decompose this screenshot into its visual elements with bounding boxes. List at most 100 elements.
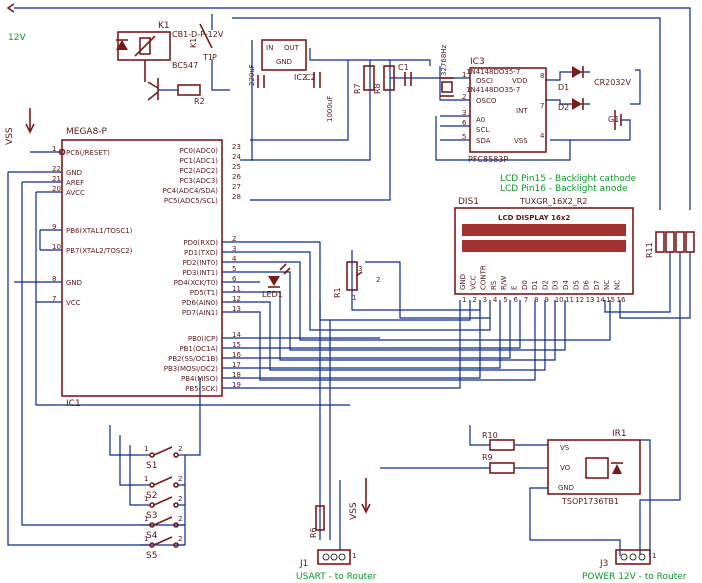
mcu-left-pin-name: AREF [66, 179, 84, 187]
mcu-right-pin-name: PD6(AIN0) [182, 299, 218, 307]
mcu-right-pin-name: PD7(AIN1) [182, 309, 218, 317]
net-lcd-cathode: LCD Pin15 - Backlight cathode [500, 174, 637, 184]
mcu-right-pin-name: PB3(MOSI/OC2) [164, 365, 218, 373]
lcd-part: TUXGR_16X2_R2 [519, 197, 587, 206]
mcu-left-pin-num: 20 [52, 185, 61, 193]
mcu-left-pin-name: VCC [66, 299, 81, 307]
rtc-part: PFC8583P [468, 155, 508, 164]
s1-wire [109, 425, 140, 456]
lcd-pin-num: 4 [493, 296, 498, 304]
rtc-vdd: VDD [512, 77, 528, 85]
relay-part: CB1-D-P-12V [172, 30, 224, 39]
rtc-d2-part: 1N4148DO35-7 [466, 68, 520, 76]
r11-out-wire [639, 252, 681, 556]
mcu-right-pin-name: PD4(XCK/T0) [174, 279, 219, 287]
j3-pin: 1 [652, 552, 656, 560]
switch-ref: S5 [146, 551, 157, 561]
led-ref: LED1 [262, 290, 283, 299]
cap-220uf: 220uF [248, 64, 256, 86]
switch-ref: S1 [146, 461, 157, 471]
lcd-pin-num: 13 [586, 296, 595, 304]
resistor-r10: R10 [482, 431, 498, 440]
mcu-right-pin-name: PC0(ADC0) [179, 147, 218, 155]
rtc-int: INT [516, 107, 528, 115]
mcu-left-pin-num: 8 [52, 275, 56, 283]
rtc-scl: SCL [476, 126, 489, 134]
mcu-right-pins: PC0(ADC0)23PC1(ADC1)24PC2(ADC2)25PC3(ADC… [163, 143, 242, 393]
mcu-right-pin-num: 19 [232, 381, 241, 389]
lcd-nc-wire [619, 252, 691, 319]
pb1-wire [222, 300, 521, 349]
s2-wire [119, 435, 140, 486]
ir-vs: VS [560, 444, 570, 452]
mcu-right-pin-name: PB1(OC1A) [179, 345, 218, 353]
battery-wire [630, 69, 641, 105]
pot-wiper-wire [351, 250, 481, 311]
connector-j1: J1 1 [299, 549, 356, 569]
resistor-array-r11: R11 [645, 231, 695, 258]
lcd-pin-num: 12 [575, 296, 584, 304]
j1-ref: J1 [299, 559, 308, 569]
left-mid-wire [21, 182, 185, 526]
mcu-left-pin-name: PC6(/RESET) [66, 149, 110, 157]
reg-in: IN [266, 44, 273, 52]
ir-vo: VO [560, 464, 571, 472]
lcd-pin-name: D5 [572, 280, 580, 290]
rtc-pin1: 1 [462, 71, 466, 79]
mcu-left-pin-name: PB7(XTAL2/TOSC2) [66, 247, 133, 255]
net-vss-bottom: VSS [349, 502, 359, 520]
lcd-pin-name: D0 [521, 280, 529, 290]
resistor-r8-body: R8 [373, 65, 395, 94]
lcd-pin-name: NC [614, 280, 622, 290]
connector-j3: J3 1 [599, 549, 656, 569]
rail-to-mcu-wire [250, 60, 349, 141]
rtc-ic3: IC3 PFC8583P OSCI OSCO A0 SCL SDA VDD IN… [462, 57, 547, 164]
mcu-right-pin-num: 28 [232, 193, 241, 201]
mcu-right-pin-num: 18 [232, 371, 241, 379]
lcd-nc2-wire [604, 252, 671, 313]
relay-ref2: K1 [189, 38, 198, 48]
mcu-right-pin-num: 4 [232, 255, 237, 263]
lcd-pin-name: GND [459, 274, 467, 290]
cap-1000uf: 1000uF [326, 96, 334, 122]
lcd-ref: DIS1 [458, 197, 479, 207]
switch-ref: S4 [146, 531, 158, 541]
net-usart: USART - to Router [296, 572, 377, 582]
lcd-pin-num: 6 [514, 296, 519, 304]
net-lcd-anode: LCD Pin16 - Backlight anode [500, 184, 628, 194]
pb3-wire [222, 300, 501, 369]
lcd-pins: GND1VCC2CONTR3RS4R/W5E6D07D18D29D310D411… [459, 265, 626, 304]
lcd-pin-name: D2 [541, 280, 549, 290]
lcd-pin-name: D6 [583, 280, 591, 290]
mcu-right-pin-name: PD3(INT1) [182, 269, 218, 277]
reg-gnd: GND [276, 58, 292, 66]
rtc-pin2: 2 [462, 93, 466, 101]
lcd-pin-name: CONTR [480, 265, 488, 290]
mcu-ref: MEGA8-P [66, 127, 108, 137]
mcu-left-pin-num: 10 [52, 243, 61, 251]
mcu-right-pin-num: 13 [232, 305, 241, 313]
lcd-pin-name: RS [490, 280, 498, 290]
lcd-pin-num: 10 [555, 296, 564, 304]
ground-arrow-bottom [361, 478, 371, 514]
mcu-right-pin-name: PB5(SCK) [185, 385, 218, 393]
pot-out-wire [365, 261, 490, 319]
lcd-pin-name: D1 [531, 280, 539, 290]
mcu-ic: IC1 [66, 399, 81, 409]
mcu-right-pin-num: 6 [232, 275, 237, 283]
crystal-freq: 32768Hz [440, 44, 448, 76]
switch-bus-wire [185, 378, 201, 456]
transistor-p: P [212, 53, 217, 62]
switch-pin-b: 2 [178, 445, 182, 453]
mcu-right-pin-num: 15 [232, 341, 241, 349]
mcu-right-pin-num: 3 [232, 245, 236, 253]
mcu-right-pin-name: PD0(RXD) [183, 239, 218, 247]
mcu-left-pin-name: GND [66, 169, 82, 177]
resistor-r7-body: R7 [353, 65, 375, 94]
